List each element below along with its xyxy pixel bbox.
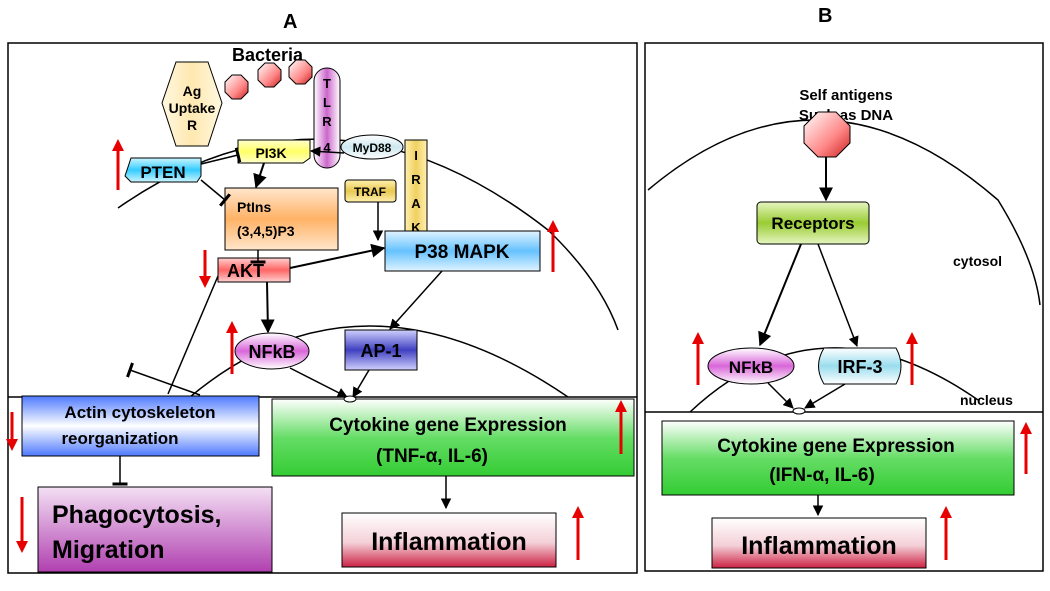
- receptors-label: Receptors: [771, 214, 854, 233]
- irak-label: I: [414, 148, 418, 163]
- ap1-label: AP-1: [360, 341, 401, 361]
- p38-mapk-label: P38 MAPK: [414, 242, 509, 263]
- traf-label: TRAF: [354, 185, 386, 199]
- activation-arrow: [758, 243, 802, 347]
- activation-arrow: [804, 383, 846, 409]
- activation-arrow: [253, 162, 267, 189]
- phagocytosis-label: Phagocytosis,: [52, 501, 222, 529]
- irf3-node: [818, 347, 902, 385]
- cytosol-label: cytosol: [953, 253, 1002, 269]
- traf-node: [344, 179, 397, 203]
- panel-a-label: A: [283, 11, 297, 33]
- p38-mapk-node: [384, 230, 541, 272]
- panel-a-nuclear-membrane: [189, 325, 569, 398]
- panel-a-cell-membrane: [117, 138, 619, 331]
- actin-label: reorganization: [61, 429, 178, 448]
- promoter-site: [792, 407, 806, 415]
- nfkb-label-b: NFkB: [729, 358, 773, 377]
- ap1-node: [344, 329, 418, 371]
- nfkb-node-b: [707, 347, 795, 385]
- tlr4-label: 4: [323, 140, 331, 155]
- irak-label: A: [411, 196, 421, 211]
- tlr4-label: R: [322, 114, 332, 129]
- ag-uptake-label: Uptake: [169, 100, 216, 116]
- receptors-node: [756, 201, 870, 245]
- bacteria-icon: [224, 74, 249, 100]
- phagocytosis-node: [37, 486, 273, 573]
- irak-label: R: [411, 172, 421, 187]
- activation-arrow: [289, 243, 386, 269]
- panel-b-cell-membrane: [647, 119, 1041, 306]
- ag-uptake-label: R: [187, 117, 197, 133]
- cytokine-node-b: [661, 420, 1015, 496]
- inflammation-node-b: [711, 517, 927, 569]
- actin-label: Actin cytoskeleton: [64, 403, 215, 422]
- panel-b-label: B: [818, 5, 832, 27]
- ag-uptake-receptor: [161, 61, 223, 147]
- tlr4-receptor: [313, 67, 341, 169]
- myd88-label: MyD88: [353, 141, 392, 155]
- activation-arrow: [260, 281, 275, 334]
- akt-label: AKT: [227, 261, 264, 281]
- pten-label: PTEN: [140, 163, 185, 182]
- inhibition-line: [200, 179, 231, 207]
- pten-node: [124, 157, 202, 183]
- ag-uptake-label: Ag: [183, 83, 202, 99]
- phagocytosis-label: Migration: [52, 536, 165, 564]
- inflammation-label-a: Inflammation: [371, 528, 527, 556]
- bacteria-icon: [288, 59, 313, 85]
- activation-arrow: [352, 369, 370, 398]
- activation-arrow: [289, 367, 348, 398]
- activation-arrow: [817, 243, 859, 347]
- nucleus-label: nucleus: [960, 392, 1013, 408]
- actin-node: [21, 395, 260, 457]
- cytokine-node-a: [271, 398, 635, 477]
- tlr4-label: L: [323, 95, 331, 110]
- bacteria-label: Bacteria: [232, 45, 304, 65]
- bacteria-icon: [257, 62, 282, 88]
- myd88-node: [340, 134, 404, 160]
- self-antigen-icon: [803, 111, 851, 158]
- activation-arrow: [309, 146, 345, 157]
- panel-b-frame: [644, 42, 1044, 572]
- activation-arrow: [767, 382, 794, 409]
- activation-arrow: [389, 270, 443, 330]
- ptins-label: (3,4,5)P3: [237, 223, 295, 239]
- nfkb-label-a: NFkB: [248, 342, 295, 362]
- tlr4-label: T: [323, 76, 331, 91]
- pi3k-label: PI3K: [255, 145, 286, 161]
- cytokine-label-b: Cytokine gene Expression: [717, 436, 955, 457]
- cytokine-label-a: Cytokine gene Expression: [329, 415, 567, 436]
- self-antigens-label: Self antigens: [799, 87, 892, 104]
- ptins-label: PtIns: [237, 199, 271, 215]
- cytokine-label-b: (IFN-α, IL-6): [769, 465, 875, 486]
- inhibition-line: [167, 275, 219, 395]
- irak-label: K: [411, 220, 421, 235]
- promoter-site: [343, 395, 357, 403]
- ptins-node: [224, 187, 339, 251]
- inhibition-line: [200, 147, 242, 165]
- cytokine-label-a: (TNF-α, IL-6): [376, 446, 488, 467]
- inflammation-label-b: Inflammation: [741, 532, 897, 560]
- irf3-label: IRF-3: [838, 357, 883, 377]
- inflammation-node-a: [341, 512, 557, 568]
- inhibition-line: [126, 362, 201, 396]
- panel-a-frame: [7, 42, 638, 574]
